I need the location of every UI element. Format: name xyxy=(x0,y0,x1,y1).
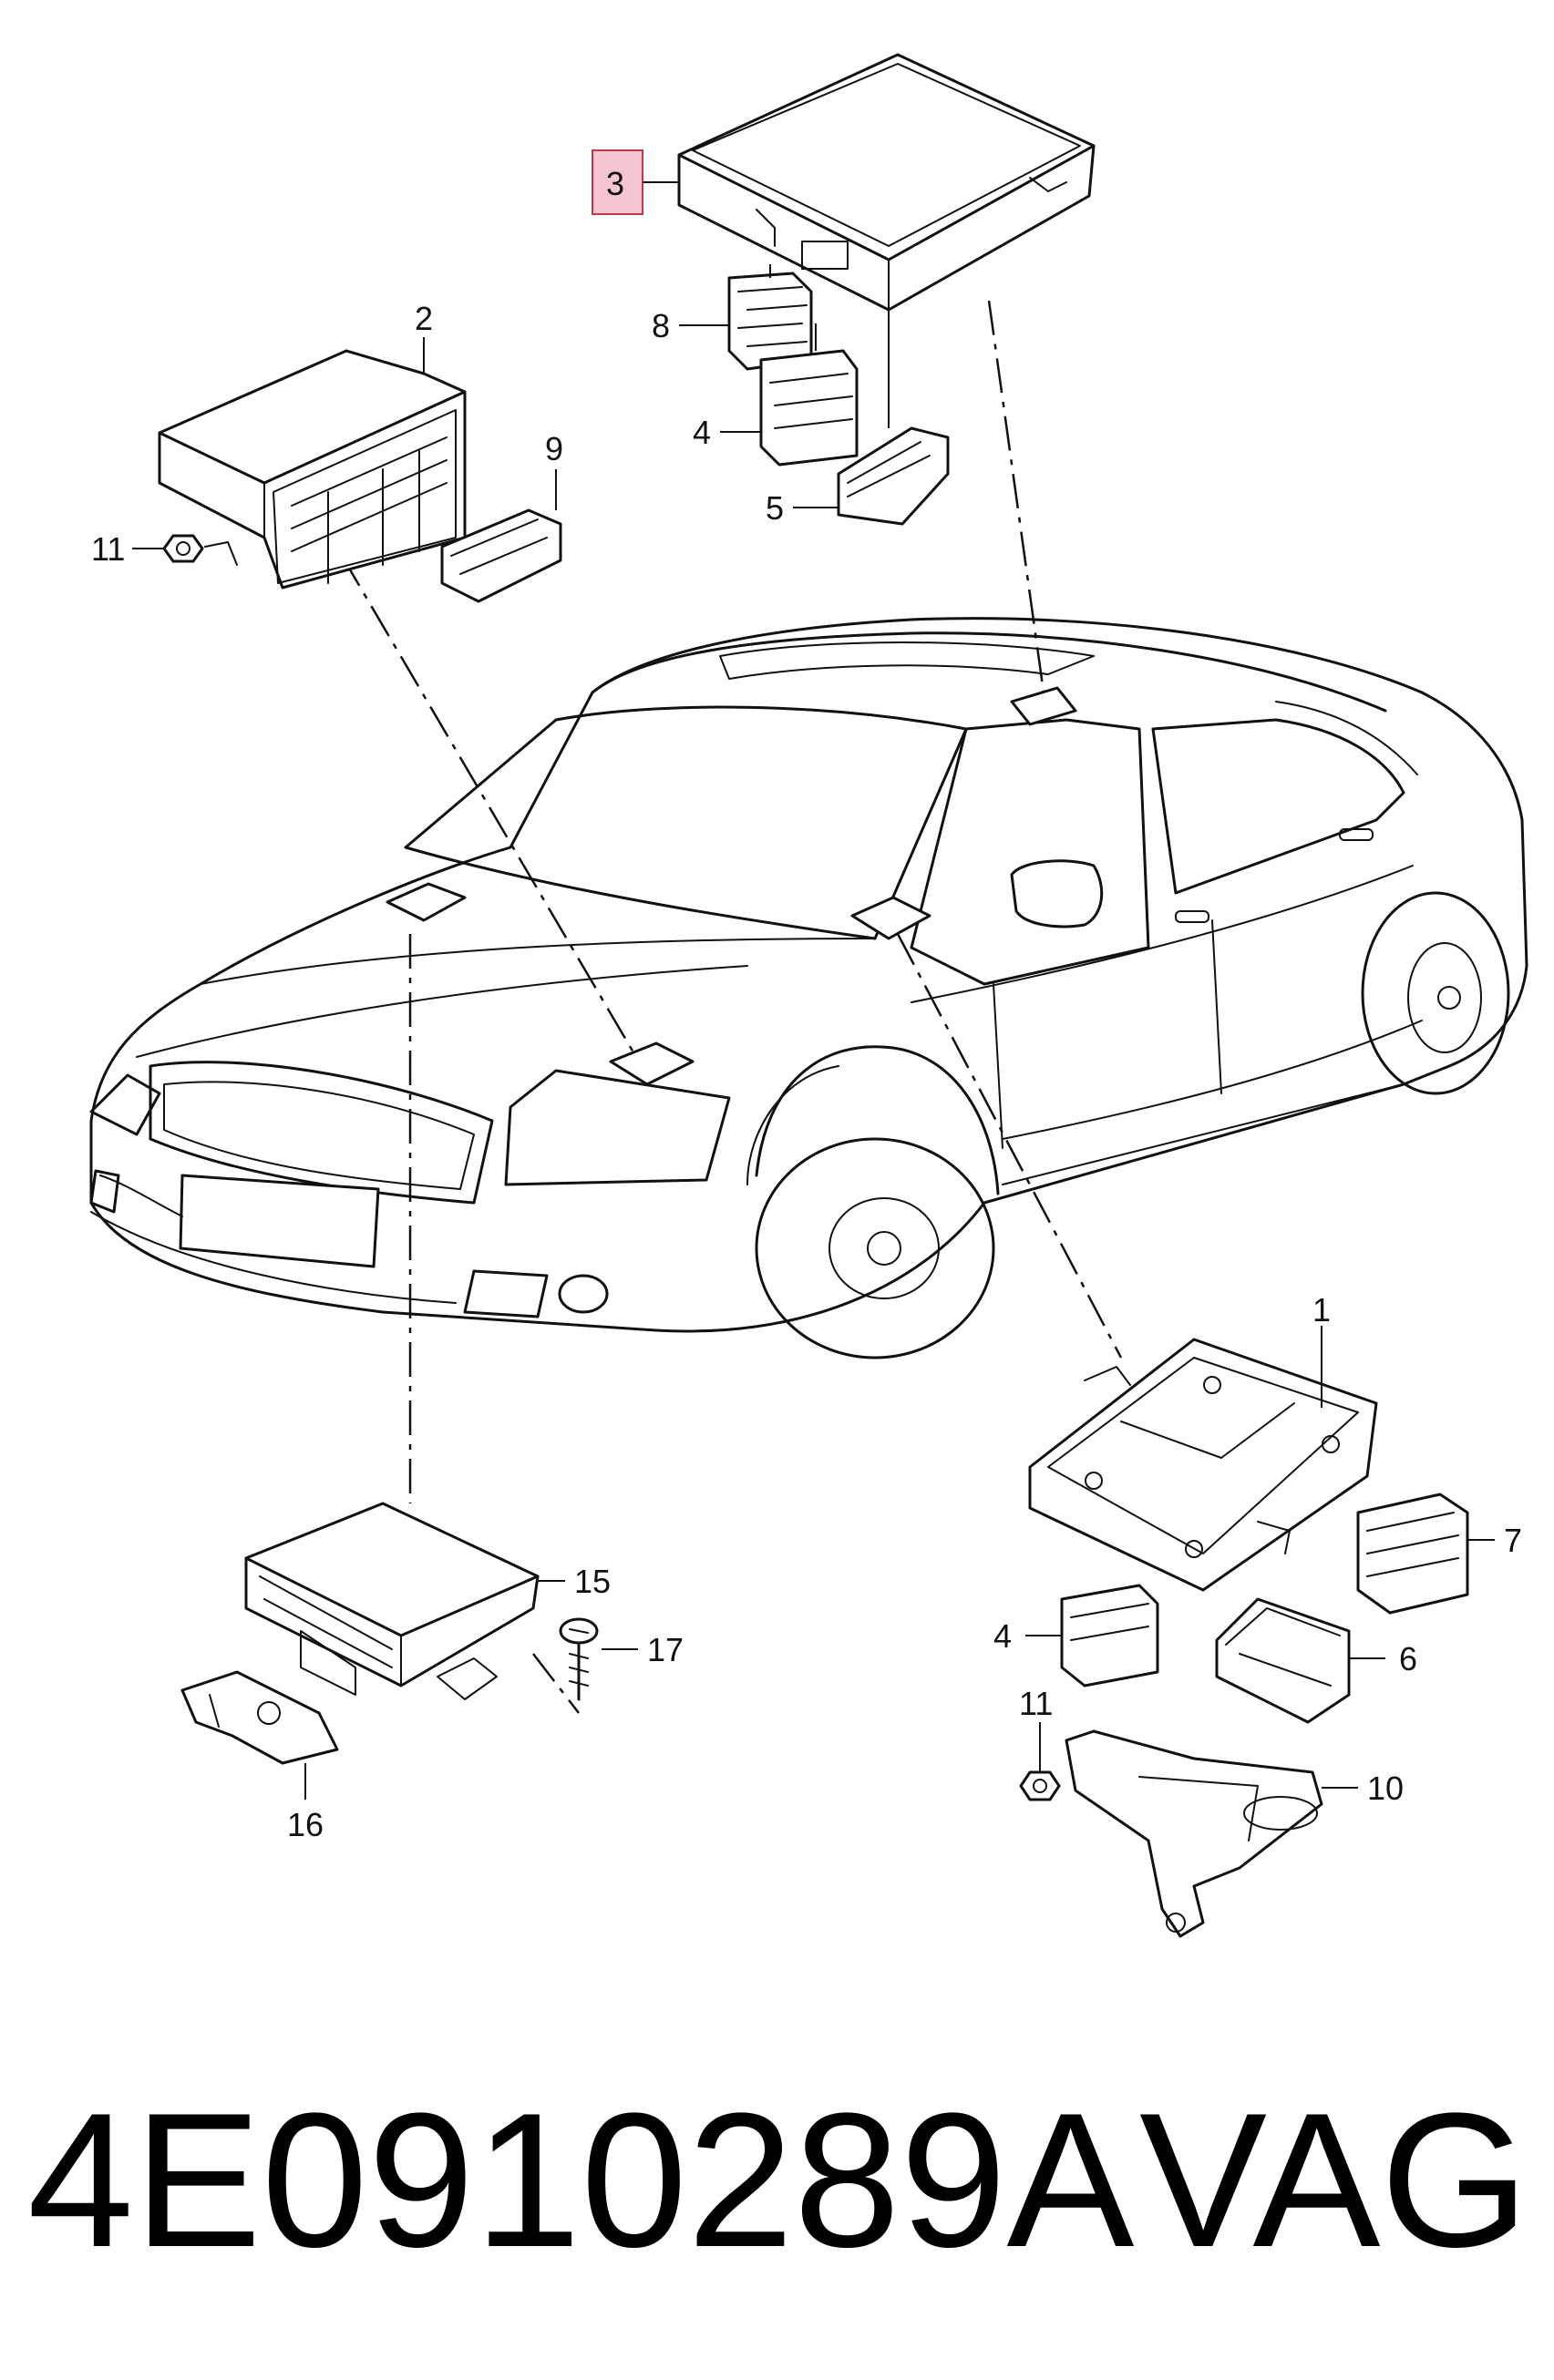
callout-3: 3 xyxy=(606,165,624,202)
callout-15: 15 xyxy=(574,1563,611,1600)
callout-10: 10 xyxy=(1367,1770,1404,1807)
part-4-connector-top xyxy=(759,323,859,467)
part-17-screw xyxy=(532,1617,638,1714)
brand-label: VAG xyxy=(1139,2073,1529,2287)
part-2-module xyxy=(158,337,467,590)
callout-6: 6 xyxy=(1399,1640,1417,1677)
callout-7: 7 xyxy=(1504,1522,1522,1559)
callout-17: 17 xyxy=(647,1631,684,1668)
callout-labels: 3 2 8 4 5 9 11 1 7 4 6 11 10 15 17 16 xyxy=(91,149,1522,1843)
part-6-connector xyxy=(1215,1597,1385,1724)
part-16-clip xyxy=(180,1670,339,1800)
part-9-connector xyxy=(440,469,562,603)
part-5-connector xyxy=(837,310,950,526)
callout-4-top: 4 xyxy=(693,414,711,451)
part-11-nut-bottom xyxy=(1019,1722,1061,1801)
part-number: 4E0910289A xyxy=(27,2073,1134,2287)
part-8-connector xyxy=(727,264,813,371)
callout-5: 5 xyxy=(766,489,784,527)
callout-8: 8 xyxy=(652,307,670,344)
callout-4-bottom: 4 xyxy=(993,1617,1012,1655)
callout-9: 9 xyxy=(545,430,563,467)
part-1-module xyxy=(1028,1326,1378,1592)
callout-11-top: 11 xyxy=(91,530,125,568)
highlight-box xyxy=(592,149,643,215)
location-leaders xyxy=(340,300,1123,1503)
callout-16: 16 xyxy=(287,1806,324,1843)
callout-11-bottom: 11 xyxy=(1019,1685,1053,1722)
callout-2: 2 xyxy=(415,300,433,337)
part-10-bracket xyxy=(1065,1729,1358,1938)
part-11-nut-top xyxy=(132,534,238,566)
part-7-connector xyxy=(1356,1493,1495,1615)
callout-1: 1 xyxy=(1312,1291,1331,1328)
car-illustration xyxy=(89,617,1528,1359)
part-4-connector-bottom xyxy=(1025,1584,1159,1688)
part-3-control-unit xyxy=(677,53,1096,312)
part-15-module xyxy=(244,1502,565,1700)
